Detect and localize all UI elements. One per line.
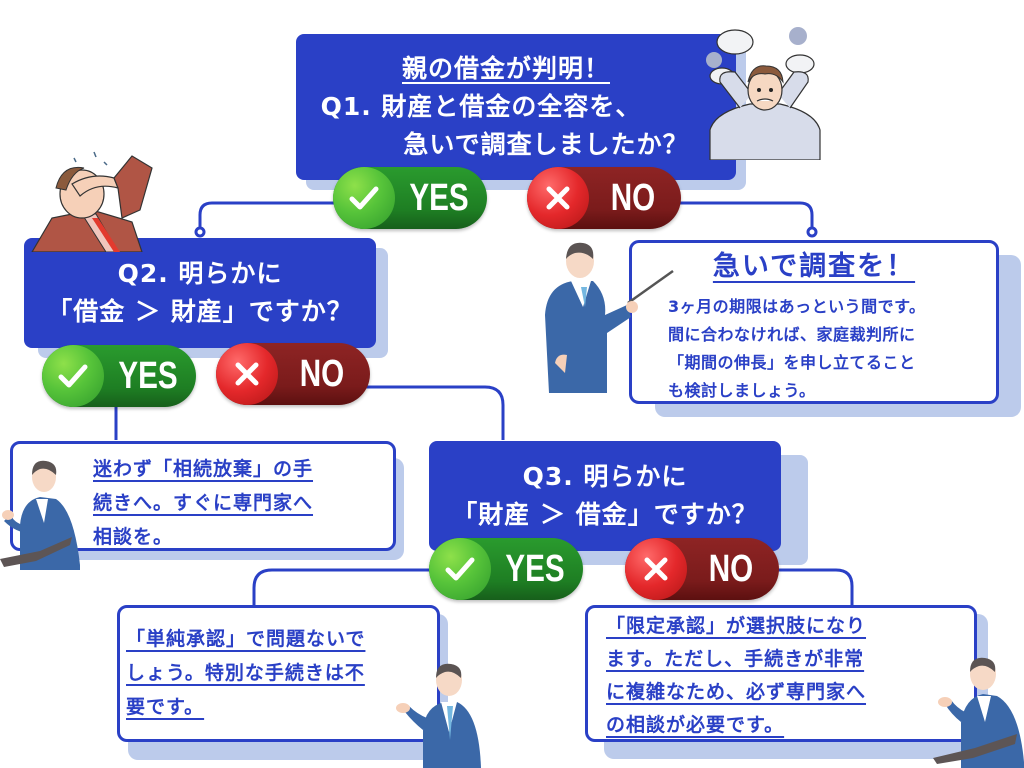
- q1-question-box: 親の借金が判明！ Q1. 財産と借金の全容を、 急いで調査しましたか？: [296, 34, 736, 180]
- q2-yes-answer-body: 迷わず「相続放棄」の手 続きへ。すぐに専門家へ 相談を。: [93, 452, 313, 554]
- yes-label: YES: [409, 176, 469, 219]
- q2-question-box: Q2. 明らかに 「借金 ＞ 財産」ですか？: [24, 238, 376, 348]
- q2-line2: 「借金 ＞ 財産」ですか？: [47, 297, 353, 326]
- no-label: NO: [299, 352, 345, 395]
- answer-line: 要です。: [126, 696, 205, 718]
- q3-no-answer-body: 「限定承認」が選択肢になり ます。ただし、手続きが非常 に複雑なため、必ず専門家…: [606, 610, 866, 742]
- answer-line: 迷わず「相続放棄」の手: [93, 458, 314, 480]
- no-label: NO: [610, 176, 656, 219]
- answer-line: 相談を。: [93, 526, 174, 548]
- q2-yes-button[interactable]: YES: [42, 345, 196, 407]
- q2-line1: Q2. 明らかに: [117, 259, 283, 288]
- connector-q1-no: [680, 201, 814, 232]
- no-label: NO: [708, 547, 754, 590]
- q1-no-answer-title: 急いで調査を！: [712, 251, 916, 282]
- answer-line: ます。ただし、手続きが非常: [606, 648, 865, 670]
- q3-question-box: Q3. 明らかに 「財産 ＞ 借金」ですか？: [429, 441, 781, 551]
- yes-label: YES: [505, 547, 565, 590]
- yes-label: YES: [118, 354, 178, 397]
- presenter-with-folder-illustration: [0, 460, 80, 570]
- q2-no-button[interactable]: NO: [216, 343, 370, 405]
- check-icon: [333, 167, 395, 229]
- connector-node: [194, 226, 206, 238]
- q3-yes-button[interactable]: YES: [429, 538, 583, 600]
- q1-line2: 急いで調査しましたか？: [403, 130, 689, 159]
- q3-line2: 「財産 ＞ 借金」ですか？: [452, 500, 758, 529]
- answer-line: 「単純承認」で問題ないで: [126, 628, 366, 650]
- q3-line1: Q3. 明らかに: [522, 462, 688, 491]
- answer-line: 「期間の伸長」を申し立てること: [668, 353, 916, 372]
- q3-yes-answer-body: 「単純承認」で問題ないで しょう。特別な手続きは不 要です。: [126, 622, 365, 724]
- answer-line: 「限定承認」が選択肢になり: [606, 615, 867, 637]
- q1-yes-button[interactable]: YES: [333, 167, 487, 229]
- x-icon: [527, 167, 589, 229]
- x-icon: [216, 343, 278, 405]
- q1-line1: Q1. 財産と借金の全容を、: [320, 92, 642, 121]
- answer-line: に複雑なため、必ず専門家へ: [606, 681, 867, 703]
- q1-no-answer-body: 3ヶ月の期限はあっという間です。 間に合わなければ、家庭裁判所に 「期間の伸長」…: [668, 293, 926, 405]
- q3-yes-answer-box: 「単純承認」で問題ないで しょう。特別な手続きは不 要です。: [117, 605, 440, 742]
- check-icon: [42, 345, 104, 407]
- answer-line: の相談が必要です。: [606, 714, 785, 736]
- connector-q2-no: [365, 385, 505, 440]
- connector-q3-no: [778, 568, 854, 606]
- connector-q3-yes: [252, 568, 432, 606]
- connector-node: [806, 226, 818, 238]
- check-icon: [429, 538, 491, 600]
- answer-line: 間に合わなければ、家庭裁判所に: [668, 325, 916, 344]
- presenter-gesturing-illustration: [396, 663, 481, 768]
- presenter-with-folder-right-illustration: [933, 657, 1024, 768]
- answer-line: しょう。特別な手続きは不: [126, 662, 365, 684]
- x-icon: [625, 538, 687, 600]
- q1-no-button[interactable]: NO: [527, 167, 681, 229]
- answer-line: も検討しましょう。: [668, 381, 816, 400]
- q3-no-button[interactable]: NO: [625, 538, 779, 600]
- stressed-man-illustration: [706, 27, 821, 160]
- q1-title: 親の借金が判明！: [401, 54, 610, 83]
- q1-no-answer-box: 急いで調査を！ 3ヶ月の期限はあっという間です。 間に合わなければ、家庭裁判所に…: [629, 240, 999, 404]
- presenter-with-pointer-illustration: [545, 242, 674, 393]
- facepalm-man-illustration: [31, 151, 153, 252]
- connector-q1-yes: [198, 201, 345, 232]
- answer-line: 3ヶ月の期限はあっという間です。: [668, 297, 926, 316]
- answer-line: 続きへ。すぐに専門家へ: [93, 492, 314, 514]
- q3-no-answer-box: 「限定承認」が選択肢になり ます。ただし、手続きが非常 に複雑なため、必ず専門家…: [585, 605, 977, 742]
